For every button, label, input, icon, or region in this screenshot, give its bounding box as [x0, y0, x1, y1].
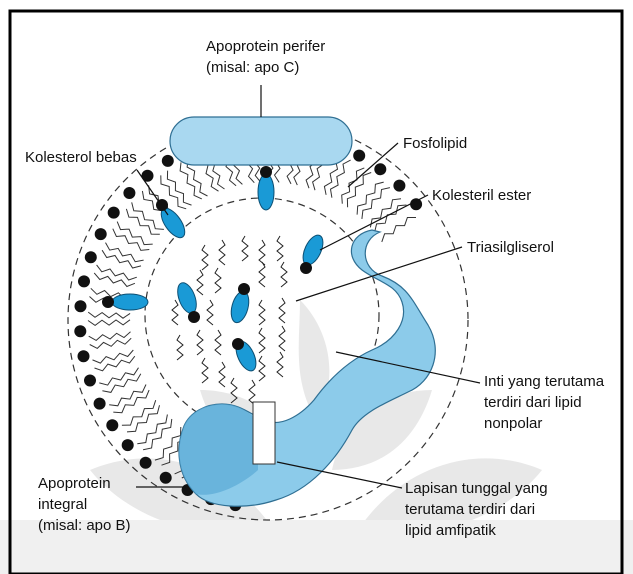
core-lipid-chain [207, 300, 213, 325]
phospholipid-tail [342, 168, 365, 204]
label-integral-apoprotein-line2: integral [38, 496, 87, 513]
cholesteryl-ester-molecule [174, 280, 200, 323]
cholesterol-molecules [102, 166, 327, 374]
free-cholesterol-molecule [258, 166, 274, 210]
label-cholesteryl-ester: Kolesteril ester [432, 187, 531, 204]
free-cholesterol-molecule [102, 294, 148, 310]
core-lipid-chain [215, 330, 221, 355]
leader-phospholipid [348, 143, 398, 187]
label-monolayer-line1: Lapisan tunggal yang [405, 480, 548, 497]
core-lipid-chain [172, 300, 178, 325]
cholesteryl-ester-molecule [228, 283, 252, 325]
phospholipid-tail [88, 320, 130, 326]
phospholipid-head [353, 150, 365, 162]
phospholipid-tail [331, 160, 351, 198]
phospholipid-head [374, 163, 386, 175]
phospholipid-tail [88, 312, 130, 318]
core-lipid-chain [259, 240, 265, 265]
phospholipid-tail [155, 427, 181, 460]
label-core-line1: Inti yang terutama [484, 373, 605, 390]
phospholipid-tail [99, 368, 138, 385]
core-lipid-chain [202, 245, 208, 270]
core-lipid-chain [277, 352, 283, 377]
phospholipid-head [393, 180, 405, 192]
phospholipid-tail [106, 243, 144, 262]
phospholipid-tail [127, 405, 160, 432]
label-peripheral-apoprotein-line2: (misal: apo C) [206, 59, 299, 76]
phospholipid-tail [93, 350, 134, 363]
phospholipid-head [75, 300, 87, 312]
core-lipid-chain [202, 358, 208, 383]
phospholipid-head [78, 350, 90, 362]
phospholipid-head [94, 398, 106, 410]
core-lipid-chain [197, 270, 203, 295]
label-integral-apoprotein-line1: Apoprotein [38, 475, 111, 492]
phospholipid-tail [89, 332, 131, 341]
core-lipid-chain [259, 328, 265, 353]
phospholipid-tail [97, 265, 137, 280]
label-triacylglycerol: Triasilgliserol [467, 239, 554, 256]
label-free-cholesterol: Kolesterol bebas [25, 149, 137, 166]
phospholipid-head [74, 325, 86, 337]
peripheral-apoprotein [170, 117, 352, 165]
label-integral-apoprotein-line3: (misal: apo B) [38, 517, 131, 534]
phospholipid-head [410, 198, 422, 210]
phospholipid-tail [102, 250, 141, 268]
phospholipid-head [140, 457, 152, 469]
cholesteryl-ester-molecule [299, 232, 327, 274]
label-core-line3: nonpolar [484, 415, 542, 432]
phospholipid-head [95, 228, 107, 240]
core-lipid-chain [197, 330, 203, 355]
phospholipid-head [162, 155, 174, 167]
phospholipid-head [84, 375, 96, 387]
core-lipid-chain [279, 298, 285, 323]
phospholipid-tail [375, 205, 407, 232]
core-lipid-chain [219, 240, 225, 265]
phospholipid-tail [102, 374, 140, 393]
label-monolayer-line3: lipid amfipatik [405, 522, 496, 539]
core-lipid-chain [259, 262, 265, 287]
phospholipid-head [122, 439, 134, 451]
core-lipid-chain [281, 262, 287, 287]
phospholipid-tail [382, 218, 416, 242]
phospholipid-tail [109, 385, 146, 406]
leader-cholesteryl-ester [320, 195, 428, 250]
label-phospholipid: Fosfolipid [403, 135, 467, 152]
phospholipid-head [106, 419, 118, 431]
phospholipid-head [123, 187, 135, 199]
core-lipid-chain [249, 380, 255, 405]
core-lipid-chain [177, 335, 183, 360]
phospholipid-head [78, 275, 90, 287]
core-lipid-chain [242, 236, 248, 261]
phospholipid-head [85, 251, 97, 263]
phospholipid-tail [122, 400, 156, 425]
label-monolayer-line2: terutama terdiri dari [405, 501, 535, 518]
core-lipid-chain [219, 362, 225, 387]
label-peripheral-apoprotein-line1: Apoprotein perifer [206, 38, 325, 55]
integral-apoprotein-gap [253, 402, 275, 464]
core-lipid-chain [259, 356, 265, 381]
cholesteryl-ester-molecule [232, 338, 260, 374]
core-lipid-chain [215, 268, 221, 293]
phospholipid-tail [117, 222, 153, 245]
phospholipid-head [160, 472, 172, 484]
core-lipid-chain [259, 300, 265, 325]
core-lipid-chain [277, 236, 283, 261]
phospholipid-head [108, 207, 120, 219]
label-core-line2: terdiri dari lipid [484, 394, 582, 411]
phospholipid-tail [113, 229, 150, 251]
core-lipid-chain [279, 326, 285, 351]
leader-triacylglycerol [296, 247, 462, 301]
